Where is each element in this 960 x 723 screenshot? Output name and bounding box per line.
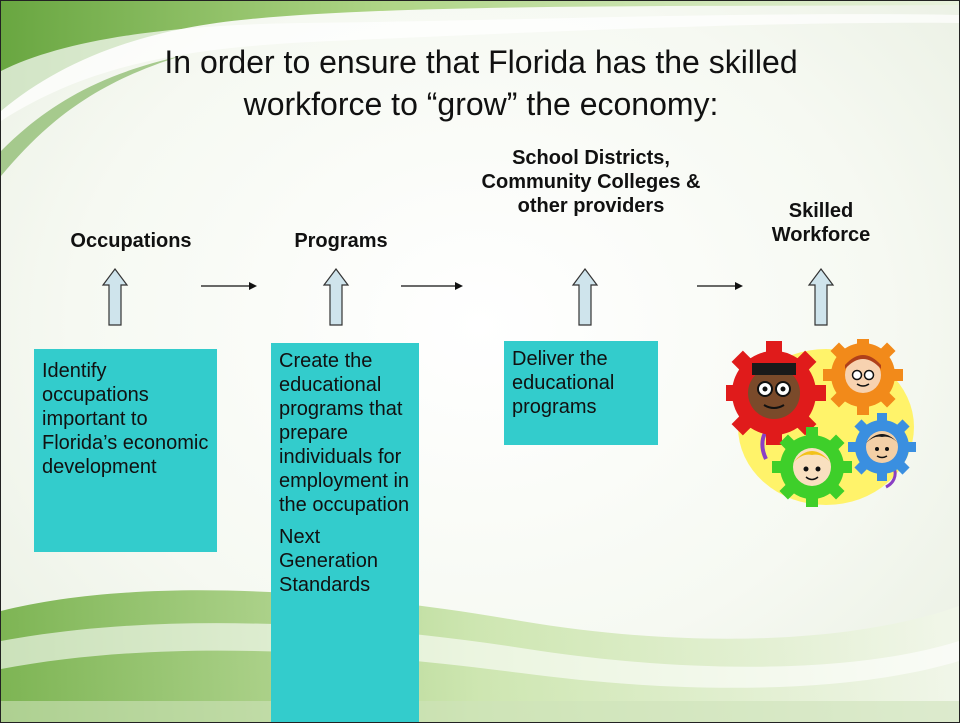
occupations-description: Identify occupations important to Florid… bbox=[42, 360, 209, 478]
step-label-occupations: Occupations bbox=[70, 230, 192, 252]
programs-note: Next Generation Standards bbox=[279, 526, 378, 596]
occupations-description-box: Identify occupations important to Florid… bbox=[34, 349, 217, 552]
up-arrow-icon bbox=[322, 268, 350, 326]
up-arrow-icon bbox=[807, 268, 835, 326]
right-arrow-icon bbox=[697, 282, 743, 290]
right-arrow-icon bbox=[201, 282, 257, 290]
programs-description-box: Create the educational programs that pre… bbox=[271, 343, 419, 722]
up-arrow-icon bbox=[571, 268, 599, 326]
step-label-programs: Programs bbox=[294, 230, 388, 252]
programs-description: Create the educational programs that pre… bbox=[279, 350, 410, 516]
up-arrow-icon bbox=[101, 268, 129, 326]
gears-with-faces-icon bbox=[726, 339, 916, 507]
title-line-1: In order to ensure that Florida has the … bbox=[164, 44, 798, 80]
step-label-providers: School Districts, Community Colleges & o… bbox=[481, 147, 701, 217]
providers-description: Deliver the educational programs bbox=[512, 348, 615, 418]
step-label-skilled-workforce: Skilled Workforce bbox=[771, 200, 871, 246]
providers-description-box: Deliver the educational programs bbox=[504, 341, 658, 445]
title-line-2: workforce to “grow” the economy: bbox=[243, 86, 719, 122]
slide-title: In order to ensure that Florida has the … bbox=[61, 41, 901, 125]
right-arrow-icon bbox=[401, 282, 463, 290]
